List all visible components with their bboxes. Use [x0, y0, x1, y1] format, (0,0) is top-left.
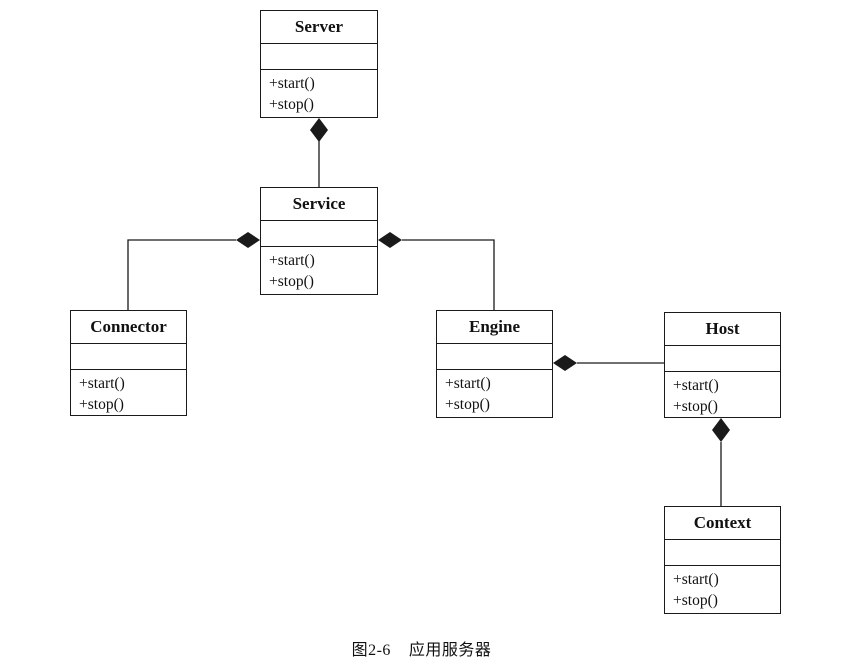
relation-service-engine	[378, 232, 495, 311]
operation: +stop()	[269, 273, 314, 290]
attributes-compartment	[665, 346, 780, 372]
operation: +start()	[269, 75, 315, 92]
figure-title: 应用服务器	[408, 642, 492, 659]
operation: +start()	[269, 252, 315, 269]
operation: +start()	[673, 571, 719, 588]
class-host: Host +start() +stop()	[664, 312, 781, 418]
composition-diamond	[712, 418, 730, 442]
figure-number: 图2-6	[351, 642, 391, 659]
operation: +stop()	[673, 398, 718, 415]
figure-caption: 图2-6 应用服务器	[0, 636, 843, 660]
operation: +start()	[445, 375, 491, 392]
class-context: Context +start() +stop()	[664, 506, 781, 614]
attributes-compartment	[71, 344, 186, 370]
operations-compartment: +start() +stop()	[437, 370, 552, 415]
operations-compartment: +start() +stop()	[665, 372, 780, 417]
relation-server-service	[310, 118, 328, 189]
operation: +stop()	[269, 96, 314, 113]
operations-compartment: +start() +stop()	[71, 370, 186, 415]
class-name: Server	[261, 11, 377, 44]
operation: +stop()	[673, 592, 718, 609]
operations-compartment: +start() +stop()	[261, 70, 377, 115]
class-name: Connector	[71, 311, 186, 344]
class-connector: Connector +start() +stop()	[70, 310, 187, 416]
relation-host-context	[712, 418, 730, 507]
composition-diamond	[553, 355, 577, 371]
composition-diamond	[310, 118, 328, 142]
class-service: Service +start() +stop()	[260, 187, 378, 295]
operation: +stop()	[445, 396, 490, 413]
operation: +stop()	[79, 396, 124, 413]
class-name: Service	[261, 188, 377, 221]
operation: +start()	[79, 375, 125, 392]
class-name: Host	[665, 313, 780, 346]
attributes-compartment	[261, 44, 377, 70]
attributes-compartment	[437, 344, 552, 370]
composition-diamond	[378, 232, 402, 248]
class-name: Context	[665, 507, 780, 540]
relation-engine-host	[553, 355, 664, 371]
operations-compartment: +start() +stop()	[261, 247, 377, 292]
class-name: Engine	[437, 311, 552, 344]
operation: +start()	[673, 377, 719, 394]
operations-compartment: +start() +stop()	[665, 566, 780, 611]
attributes-compartment	[665, 540, 780, 566]
class-server: Server +start() +stop()	[260, 10, 378, 118]
class-engine: Engine +start() +stop()	[436, 310, 553, 418]
composition-diamond	[236, 232, 260, 248]
attributes-compartment	[261, 221, 377, 247]
relation-service-connector	[127, 232, 260, 311]
